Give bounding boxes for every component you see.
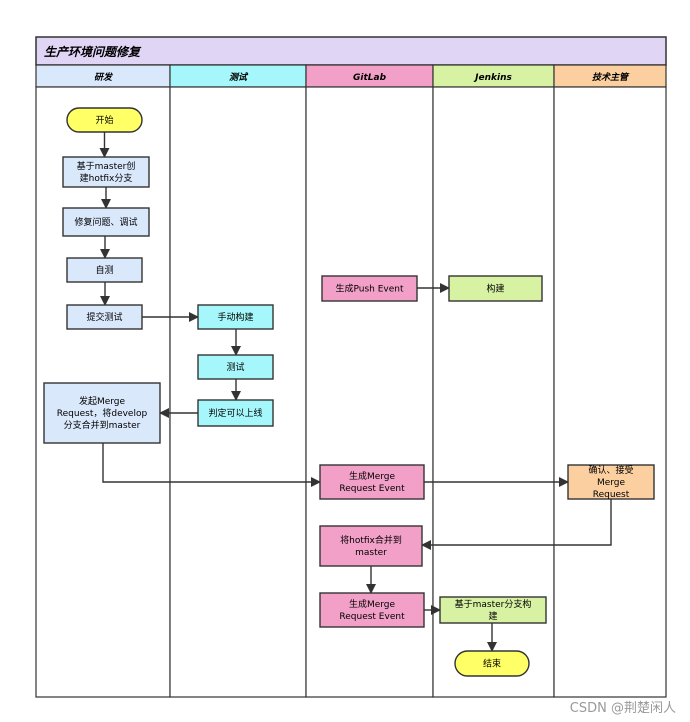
node-build: 构建 (448, 275, 543, 302)
lane-label-4: 技术主管 (592, 72, 630, 83)
node-label-line: 开始 (95, 114, 113, 126)
node-test: 测试 (197, 354, 274, 380)
node-label-line: Request Event (339, 612, 405, 622)
node-push-event: 生成Push Event (321, 275, 418, 302)
node-shape (321, 275, 418, 302)
node-shape (439, 596, 547, 624)
node-submit-test: 提交测试 (66, 304, 143, 330)
lane-body-1 (169, 86, 307, 698)
lane-label-1: 测试 (229, 72, 249, 83)
node-label-line: 建hotfix分支 (80, 172, 133, 184)
node-shape (197, 354, 274, 380)
node-label-line: master (355, 548, 387, 558)
node-label-line: 建 (488, 610, 497, 622)
node-judge-release: 判定可以上线 (197, 399, 274, 427)
node-shape (454, 650, 530, 677)
node-label-line: 自测 (95, 264, 113, 276)
node-shape (66, 107, 143, 133)
node-label-line: 发起Merge (79, 395, 126, 407)
edge-confirm_accept-to-merge_hotfix (421, 499, 612, 550)
title-bar (35, 36, 667, 66)
node-shape (448, 275, 543, 302)
lane-label-2: GitLab (353, 73, 387, 83)
node-manual-build: 手动构建 (197, 304, 274, 330)
node-label-line: 基于master分支构 (455, 598, 532, 610)
lane-label-3: Jenkins (473, 73, 512, 83)
node-label-line: 生成Merge (349, 470, 396, 482)
edge-initiate_mr-to-mr_event_1 (102, 443, 321, 487)
node-label-line: Request Event (339, 484, 405, 494)
node-label-line: 手动构建 (217, 311, 253, 323)
node-shape (319, 592, 425, 628)
lane-label-0: 研发 (94, 72, 113, 83)
node-shape (197, 304, 274, 330)
node-shape (62, 156, 150, 188)
diagram-title: 生产环境问题修复 (44, 45, 142, 59)
node-shape (43, 382, 161, 444)
node-label-line: 修复问题、调试 (74, 216, 137, 228)
node-shape (62, 207, 150, 237)
watermark: CSDN @荆楚闲人 (569, 701, 676, 716)
node-fix-debug: 修复问题、调试 (62, 207, 150, 237)
node-label-line: 结束 (483, 658, 501, 670)
node-label-line: 基于master创 (77, 160, 136, 172)
node-self-test: 自测 (66, 257, 143, 283)
node-label-line: Request，将develop (57, 408, 148, 419)
node-label-line: 确认、接受 (588, 464, 633, 476)
node-shape (319, 525, 423, 567)
node-shape (66, 304, 143, 330)
node-shape (197, 399, 274, 427)
node-label-line: 将hotfix合并到 (340, 534, 402, 546)
node-label-line: Request (593, 490, 630, 500)
node-merge-hotfix: 将hotfix合并到 master (319, 525, 423, 567)
node-label-line: 判定可以上线 (208, 407, 262, 419)
node-label-line: 构建 (486, 283, 504, 295)
lane-body-4 (553, 86, 667, 698)
node-label-line: 提交测试 (86, 311, 122, 323)
lane-body-3 (432, 86, 555, 698)
node-shape (66, 257, 143, 283)
node-shape (567, 464, 655, 500)
node-label-line: 测试 (226, 361, 244, 373)
node-label-line: Merge (597, 478, 626, 488)
node-shape (319, 464, 425, 500)
node-label-line: 分支合并到master (64, 419, 141, 431)
node-start: 开始 (66, 107, 143, 133)
node-label-line: 生成Push Event (335, 283, 403, 295)
node-end: 结束 (454, 650, 530, 677)
node-label-line: 生成Merge (349, 598, 396, 610)
